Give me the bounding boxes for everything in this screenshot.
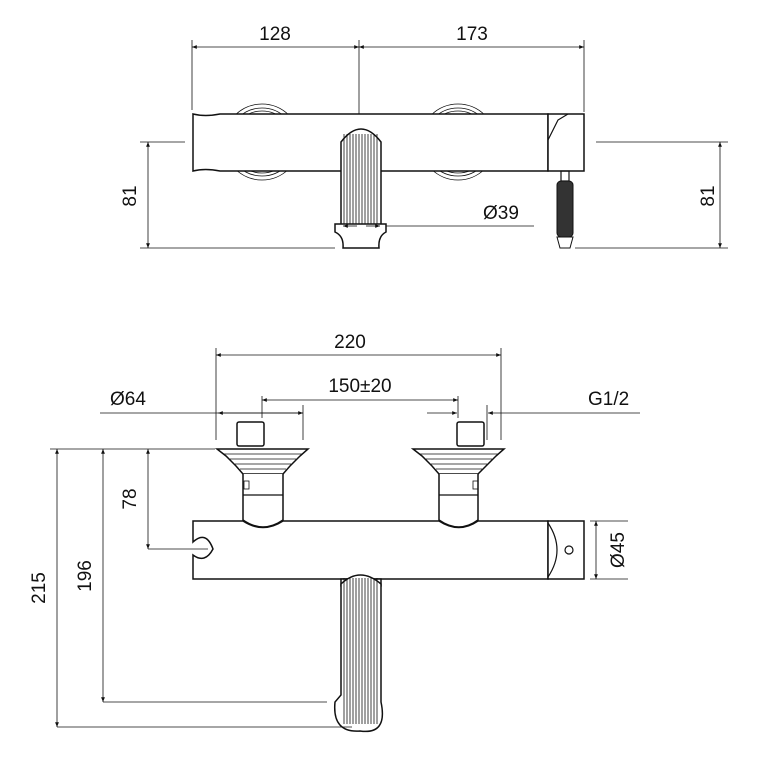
dim-81-left: 81 [120,185,141,206]
top-view: 128 173 81 81 Ø39 [120,24,728,249]
dim-215: 215 [29,572,50,604]
dim-78: 78 [120,488,141,509]
diverter-handle [556,170,574,249]
dim-o45: Ø45 [608,532,629,568]
end-cap-front [547,520,585,580]
connector-right [410,421,506,528]
mixer-body-front [192,520,549,580]
dim-173: 173 [456,24,488,45]
dim-g12: G1/2 [588,389,629,410]
spout-top [334,128,387,249]
dim-81-right: 81 [698,185,719,206]
connector-left [214,421,310,528]
end-cap-top [547,113,585,172]
dim-150-20: 150±20 [328,376,391,397]
dim-o64: Ø64 [110,389,146,410]
dim-196: 196 [75,560,96,592]
end-cap-screw [564,545,574,555]
dim-o39: Ø39 [483,203,519,224]
front-view: 220 150±20 Ø64 G1/2 78 196 215 Ø45 [29,332,640,733]
dim-128: 128 [259,24,291,45]
dim-220: 220 [334,332,366,353]
spout-front [333,574,384,733]
